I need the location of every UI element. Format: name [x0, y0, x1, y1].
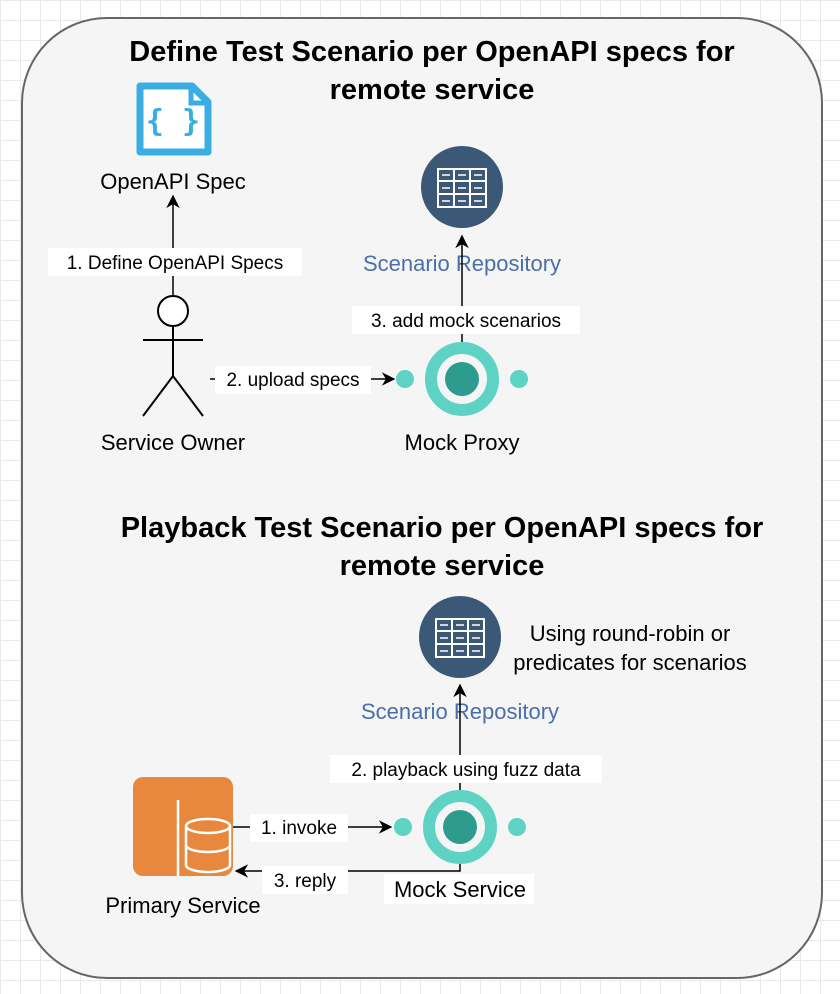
primary-service-icon[interactable]	[133, 777, 233, 876]
upload-specs-edge-label: 2. upload specs	[226, 370, 359, 391]
service-owner-label: Service Owner	[101, 430, 245, 455]
define-section-title-line2: remote service	[330, 74, 535, 106]
openapi-spec-label: OpenAPI Spec	[100, 169, 246, 194]
define-section-title: Define Test Scenario per OpenAPI specs f…	[129, 36, 734, 68]
mock-service-icon[interactable]	[394, 790, 526, 864]
playback-section-title-line2: remote service	[340, 550, 545, 582]
round-robin-note-line2: predicates for scenarios	[513, 650, 747, 675]
mock-service-label: Mock Service	[394, 877, 526, 902]
openapi-file-icon[interactable]: { }	[136, 82, 212, 156]
round-robin-note: Using round-robin or	[530, 621, 731, 646]
define-specs-edge-label: 1. Define OpenAPI Specs	[67, 253, 284, 274]
invoke-edge-label: 1. invoke	[261, 818, 337, 839]
add-scenarios-edge-label: 3. add mock scenarios	[371, 311, 561, 332]
mock-proxy-label: Mock Proxy	[405, 430, 520, 455]
scenario-repository-icon[interactable]	[421, 146, 503, 228]
playback-section-title: Playback Test Scenario per OpenAPI specs…	[121, 512, 764, 544]
mock-proxy-icon[interactable]	[396, 342, 528, 416]
playback-edge-label: 2. playback using fuzz data	[351, 760, 581, 781]
service-owner-actor[interactable]	[142, 295, 204, 417]
reply-edge-label: 3. reply	[274, 871, 337, 892]
braces-icon: { }	[146, 104, 200, 139]
primary-service-label: Primary Service	[105, 893, 260, 918]
scenario-repository-2-icon[interactable]	[419, 596, 501, 678]
